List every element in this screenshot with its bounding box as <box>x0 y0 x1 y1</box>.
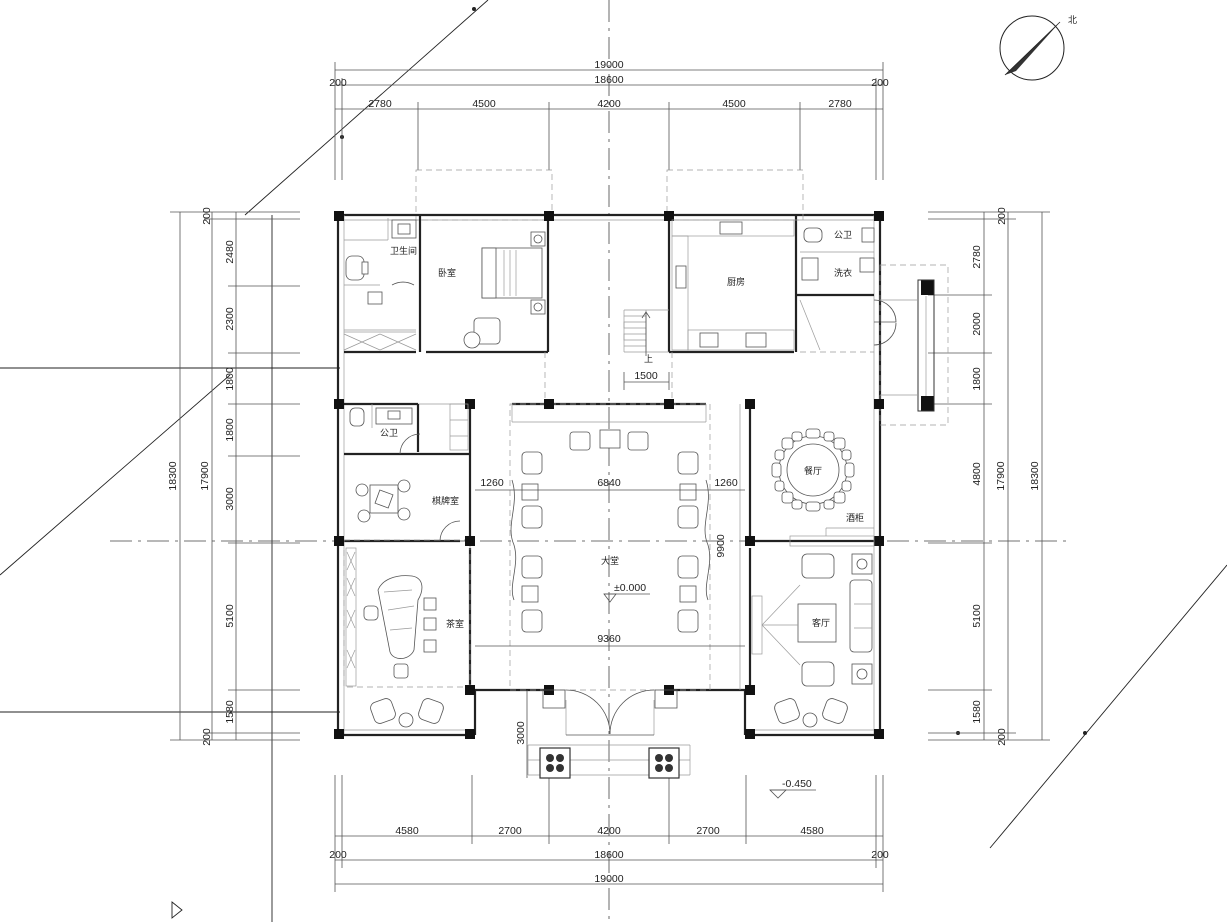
tea-room-furniture <box>345 547 444 728</box>
dim-top-offset-left: 200 <box>329 77 347 89</box>
dim-right-seg-3: 1800 <box>971 367 983 391</box>
dining-furniture <box>771 428 875 547</box>
north-label: 北 <box>1068 15 1077 26</box>
bathroom-fixtures <box>343 219 417 351</box>
label-wine-cabinet: 酒柜 <box>846 512 864 524</box>
side-door <box>873 299 897 346</box>
bottom-dimension-chain: 4580 2700 4200 2700 4580 200 200 18600 1… <box>329 775 889 892</box>
dim-top-offset-right: 200 <box>871 77 889 89</box>
dim-bottom-offset-left: 200 <box>329 849 347 861</box>
right-dimension-chain: 2780 2000 1800 4800 5100 1580 200 200 17… <box>928 207 1050 746</box>
dim-right-offset-top: 200 <box>996 207 1008 225</box>
dim-left-inner: 17900 <box>199 461 211 490</box>
dim-right-inner: 17900 <box>995 461 1007 490</box>
north-arrow: 北 <box>999 15 1077 81</box>
dim-right-seg-2: 2000 <box>971 312 983 336</box>
label-bathroom: 卫生间 <box>390 245 417 257</box>
dim-right-seg-6: 1580 <box>971 700 983 724</box>
elevation-outside: -0.450 <box>782 778 812 790</box>
bedroom-furniture <box>463 231 546 349</box>
dim-right-offset-bottom: 200 <box>996 728 1008 746</box>
label-tea-room: 茶室 <box>446 618 464 630</box>
dim-hall-width: 6840 <box>597 477 621 489</box>
dim-bottom-inner: 18600 <box>594 849 623 861</box>
dim-top-seg-2: 4500 <box>472 98 496 110</box>
label-public-toilet-left: 公卫 <box>380 428 398 439</box>
main-entrance: 3000 <box>515 689 691 779</box>
living-room-furniture <box>751 553 873 728</box>
dim-left-seg-6: 5100 <box>224 604 236 628</box>
bay-window <box>880 279 935 412</box>
label-kitchen: 厨房 <box>727 276 745 288</box>
dim-top-seg-1: 2780 <box>368 98 392 110</box>
dim-bottom-seg-4: 2700 <box>696 825 720 837</box>
dim-entry-depth: 3000 <box>515 721 527 745</box>
stair-up-label: 上 <box>644 354 653 365</box>
dim-bottom-seg-2: 2700 <box>498 825 522 837</box>
dim-top-seg-4: 4500 <box>722 98 746 110</box>
label-dining: 餐厅 <box>804 465 822 477</box>
dim-top-inner: 18600 <box>594 74 623 86</box>
dim-bottom-overall: 19000 <box>594 873 623 885</box>
dim-hall-side-left: 1260 <box>480 477 504 489</box>
dim-hall-depth: 9900 <box>715 534 727 558</box>
outside-elevation-marker: -0.450 <box>769 778 816 799</box>
dim-hall-side-right: 1260 <box>714 477 738 489</box>
dim-left-seg-7: 1580 <box>224 700 236 724</box>
top-dimension-chain: 19000 18600 200 200 2780 4500 4200 4500 … <box>329 59 889 180</box>
dim-top-overall: 19000 <box>594 59 623 71</box>
dim-hall-lower-width: 9360 <box>597 633 621 645</box>
dining-chairs <box>771 428 855 512</box>
dim-left-seg-2: 2300 <box>224 307 236 331</box>
label-chess-room: 棋牌室 <box>432 495 459 507</box>
kitchen-furniture <box>671 219 875 351</box>
dim-stair-width: 1500 <box>634 370 658 382</box>
left-dimension-chain: 18300 17900 200 200 2480 2300 1800 1800 … <box>167 207 300 746</box>
label-public-toilet-right: 公卫 <box>834 230 852 241</box>
dim-right-seg-1: 2780 <box>971 245 983 269</box>
room-labels: 卫生间 卧室 厨房 公卫 洗衣 公卫 棋牌室 大堂 餐厅 酒柜 茶室 客厅 <box>380 230 864 630</box>
dim-right-seg-5: 5100 <box>971 604 983 628</box>
dim-left-offset-top: 200 <box>201 207 213 225</box>
dim-bottom-offset-right: 200 <box>871 849 889 861</box>
dim-right-seg-4: 4800 <box>971 462 983 486</box>
exterior-walls <box>336 213 882 737</box>
dim-left-seg-4: 1800 <box>224 418 236 442</box>
label-laundry: 洗衣 <box>834 267 852 279</box>
dim-left-seg-1: 2480 <box>224 240 236 264</box>
dim-left-offset-bottom: 200 <box>201 728 213 746</box>
label-living-room: 客厅 <box>812 617 830 629</box>
interior-walls: 上 1500 <box>344 215 874 690</box>
dim-left-seg-5: 3000 <box>224 487 236 511</box>
elevation-floor: ±0.000 <box>614 582 646 594</box>
main-hall-furniture: 1260 6840 1260 9360 9900 ±0.000 <box>475 429 745 647</box>
label-main-hall: 大堂 <box>601 555 619 567</box>
dim-bottom-seg-1: 4580 <box>395 825 419 837</box>
dim-left-overall: 18300 <box>167 461 179 490</box>
dim-top-seg-3: 4200 <box>597 98 621 110</box>
dim-left-seg-3: 1800 <box>224 367 236 391</box>
dim-right-overall: 18300 <box>1029 461 1041 490</box>
chess-room-furniture <box>355 479 461 542</box>
dim-bottom-seg-5: 4580 <box>800 825 824 837</box>
dim-top-seg-5: 2780 <box>828 98 852 110</box>
dim-bottom-seg-3: 4200 <box>597 825 621 837</box>
left-toilet-fixtures <box>349 403 469 455</box>
label-bedroom: 卧室 <box>438 267 456 279</box>
